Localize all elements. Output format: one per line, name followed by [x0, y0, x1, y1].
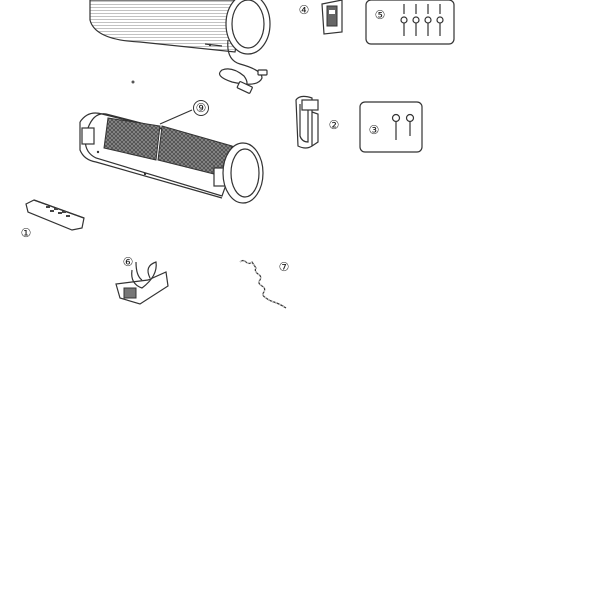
short-screws	[359, 101, 423, 153]
hose	[239, 259, 287, 309]
callout-filter-label: ⑨	[196, 101, 207, 115]
long-screws	[365, 0, 455, 45]
power-cord	[219, 39, 263, 89]
callout-long-screws: ⑤	[375, 8, 386, 22]
main-unit-top	[89, 0, 271, 94]
filter	[103, 117, 233, 177]
stand	[115, 261, 169, 305]
callout-remote: ①	[21, 226, 32, 240]
callout-filter: ⑨	[193, 100, 209, 116]
plug-icon	[236, 81, 253, 94]
callout-stand: ⑥	[123, 255, 134, 269]
bracket	[295, 95, 319, 149]
remote	[25, 199, 85, 231]
callout-bracket: ②	[329, 118, 340, 132]
screw-icon	[391, 113, 415, 140]
main-unit	[79, 109, 264, 204]
callout-short-screws: ③	[369, 123, 380, 137]
wall-plate	[321, 0, 343, 35]
callout-hose: ⑦	[279, 260, 290, 274]
callout-wall-plate: ④	[299, 3, 310, 17]
screw-icon	[400, 4, 444, 36]
